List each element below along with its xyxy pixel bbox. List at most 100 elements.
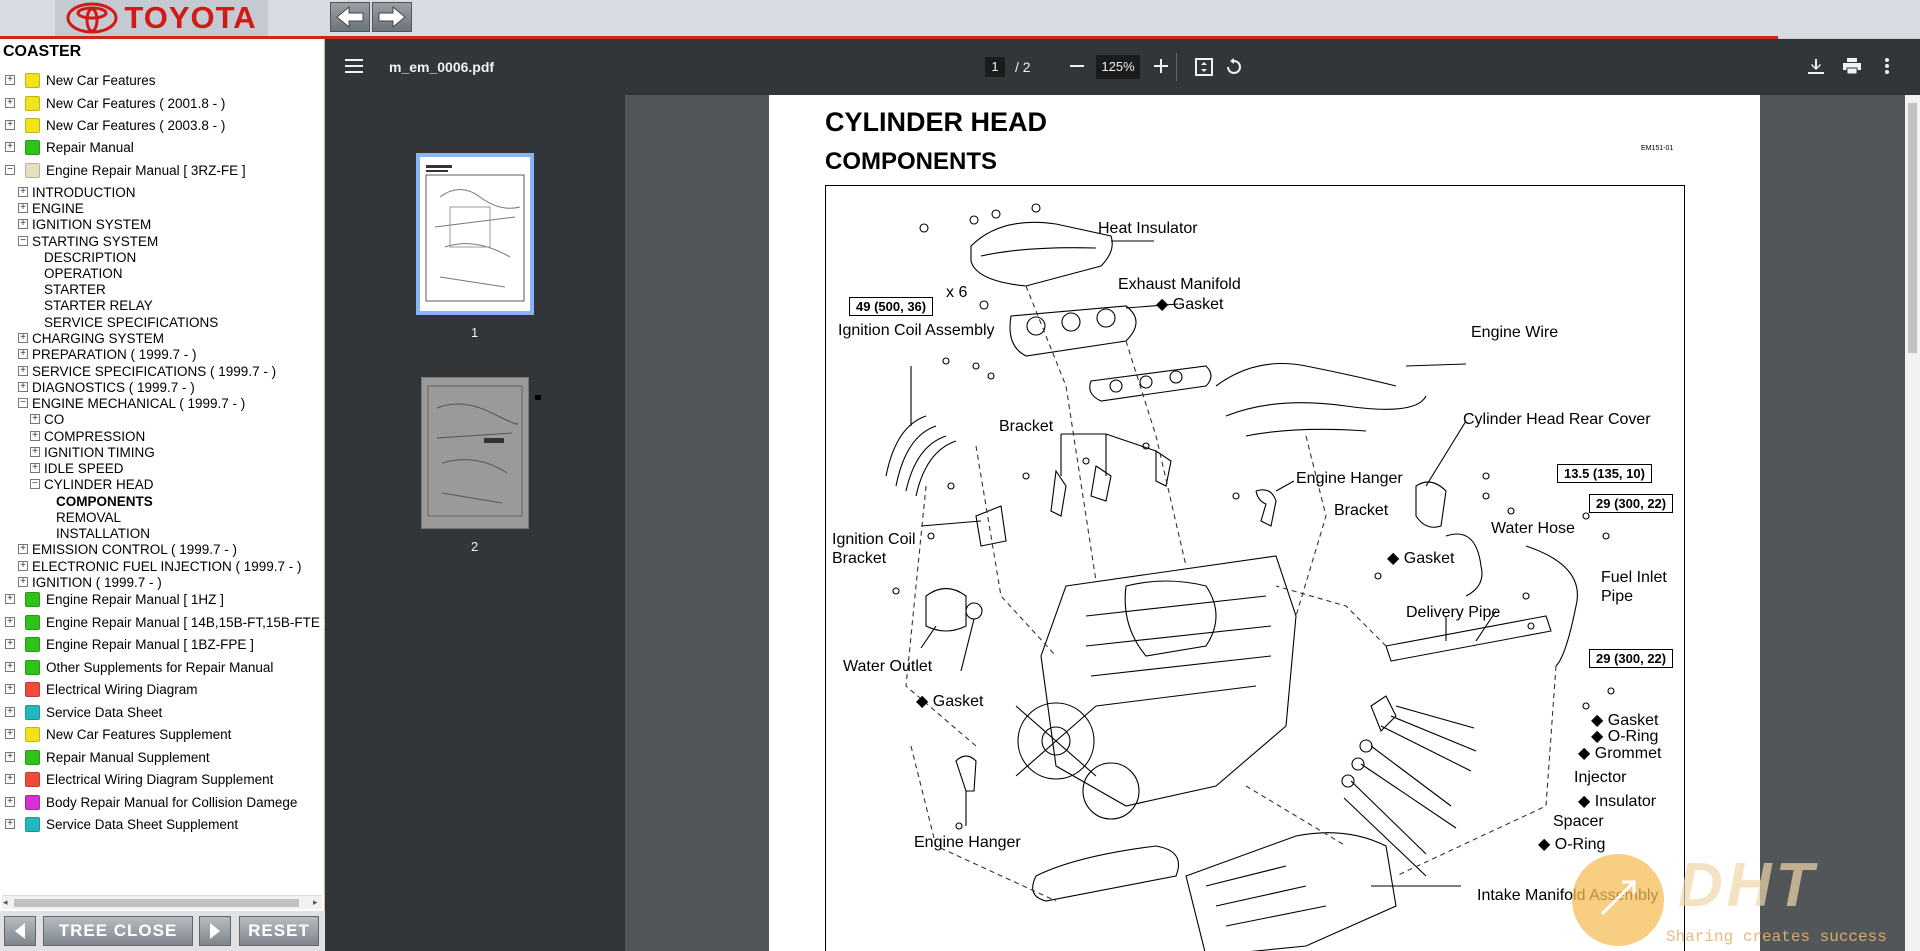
page-thumbnail-1[interactable]: [416, 153, 534, 315]
tree-item[interactable]: +Electrical Wiring Diagram Supplement: [5, 770, 273, 788]
expand-icon[interactable]: +: [5, 142, 15, 152]
tree-item[interactable]: +ELECTRONIC FUEL INJECTION ( 1999.7 - ): [18, 557, 302, 575]
tree-item[interactable]: +Service Data Sheet Supplement: [5, 815, 238, 833]
rotate-icon[interactable]: [1225, 58, 1243, 79]
expand-icon[interactable]: +: [5, 639, 15, 649]
tree-item[interactable]: +New Car Features ( 2003.8 - ): [5, 116, 225, 134]
expand-icon[interactable]: +: [5, 120, 15, 130]
fit-page-icon[interactable]: [1195, 58, 1213, 79]
expand-icon[interactable]: +: [30, 431, 40, 441]
tree-item[interactable]: +PREPARATION ( 1999.7 - ): [18, 345, 197, 363]
expand-icon[interactable]: +: [18, 333, 28, 343]
exploded-view-drawing: [885, 203, 1615, 951]
tree-item[interactable]: REMOVAL: [42, 508, 121, 526]
forward-button[interactable]: [372, 2, 412, 32]
tree-item[interactable]: +Service Data Sheet: [5, 703, 162, 721]
tree-item[interactable]: +Engine Repair Manual [ 1HZ ]: [5, 590, 224, 608]
tree-item[interactable]: +CHARGING SYSTEM: [18, 329, 164, 347]
tree-item[interactable]: INSTALLATION: [42, 524, 150, 542]
expand-icon[interactable]: +: [18, 203, 28, 213]
tree-close-button[interactable]: TREE CLOSE: [43, 916, 193, 946]
expand-icon[interactable]: +: [5, 774, 15, 784]
expand-icon[interactable]: +: [5, 98, 15, 108]
collapse-icon[interactable]: −: [5, 165, 15, 175]
tree-item[interactable]: −Engine Repair Manual [ 3RZ-FE ]: [5, 161, 246, 179]
tree-item[interactable]: DESCRIPTION: [30, 248, 136, 266]
page-number-input[interactable]: 1: [985, 57, 1005, 77]
expand-icon[interactable]: +: [5, 797, 15, 807]
tree-item[interactable]: +Engine Repair Manual [ 1BZ-FPE ]: [5, 635, 254, 653]
collapse-icon[interactable]: −: [18, 398, 28, 408]
tree-item[interactable]: +Electrical Wiring Diagram: [5, 680, 198, 698]
vertical-scrollbar[interactable]: [1905, 95, 1920, 951]
collapse-icon[interactable]: −: [18, 236, 28, 246]
scrollbar-thumb[interactable]: [14, 899, 299, 907]
tree-item[interactable]: +Engine Repair Manual [ 14B,15B-FT,15B-F…: [5, 613, 324, 631]
page-thumbnail-2[interactable]: [421, 377, 529, 529]
tree-item[interactable]: +SERVICE SPECIFICATIONS ( 1999.7 - ): [18, 362, 276, 380]
tree-item[interactable]: +IGNITION TIMING: [30, 443, 155, 461]
tree-item[interactable]: +IDLE SPEED: [30, 459, 124, 477]
back-button[interactable]: [330, 2, 370, 32]
expand-icon[interactable]: +: [30, 463, 40, 473]
expand-icon[interactable]: +: [18, 382, 28, 392]
expand-icon[interactable]: +: [5, 729, 15, 739]
tree-item[interactable]: STARTER: [30, 280, 106, 298]
expand-icon[interactable]: +: [18, 366, 28, 376]
prev-button[interactable]: [4, 916, 36, 946]
expand-icon[interactable]: +: [5, 819, 15, 829]
expand-icon[interactable]: +: [5, 752, 15, 762]
reset-button[interactable]: RESET: [239, 916, 319, 946]
expand-icon[interactable]: +: [5, 75, 15, 85]
tree-item[interactable]: COMPONENTS: [42, 492, 153, 510]
expand-icon[interactable]: +: [18, 187, 28, 197]
tree-item-label: SERVICE SPECIFICATIONS: [44, 314, 219, 330]
expand-icon[interactable]: +: [18, 349, 28, 359]
tree-item[interactable]: −ENGINE MECHANICAL ( 1999.7 - ): [18, 394, 245, 412]
expand-icon[interactable]: +: [18, 544, 28, 554]
tree-item[interactable]: SERVICE SPECIFICATIONS: [30, 313, 218, 331]
tree-item[interactable]: +COMPRESSION: [30, 427, 145, 445]
scrollbar-thumb[interactable]: [1908, 103, 1917, 353]
tree-item[interactable]: +Other Supplements for Repair Manual: [5, 658, 273, 676]
tree-item[interactable]: +New Car Features: [5, 71, 156, 89]
tree-item[interactable]: +CO: [30, 410, 64, 428]
expand-icon[interactable]: +: [18, 219, 28, 229]
tree-item[interactable]: +New Car Features ( 2001.8 - ): [5, 94, 225, 112]
tree-item[interactable]: +EMISSION CONTROL ( 1999.7 - ): [18, 540, 237, 558]
tree-item[interactable]: +DIAGNOSTICS ( 1999.7 - ): [18, 378, 195, 396]
expand-icon[interactable]: +: [5, 662, 15, 672]
tree-item[interactable]: OPERATION: [30, 264, 123, 282]
expand-icon[interactable]: +: [30, 447, 40, 457]
tree-item[interactable]: +IGNITION ( 1999.7 - ): [18, 573, 162, 591]
menu-icon[interactable]: [345, 58, 363, 76]
tree-item[interactable]: +INTRODUCTION: [18, 183, 136, 201]
tree-item[interactable]: +IGNITION SYSTEM: [18, 215, 151, 233]
tree-item[interactable]: STARTER RELAY: [30, 296, 153, 314]
zoom-in-icon[interactable]: [1154, 58, 1168, 76]
expand-icon[interactable]: +: [18, 577, 28, 587]
tree-item[interactable]: +Repair Manual: [5, 138, 134, 156]
tree-item[interactable]: +ENGINE: [18, 199, 84, 217]
tree-item[interactable]: +Body Repair Manual for Collision Damege: [5, 793, 297, 811]
expand-icon[interactable]: +: [5, 617, 15, 627]
expand-icon[interactable]: +: [18, 561, 28, 571]
expand-icon[interactable]: +: [5, 707, 15, 717]
zoom-out-icon[interactable]: [1070, 58, 1084, 76]
expand-icon[interactable]: +: [30, 414, 40, 424]
scroll-right-icon[interactable]: ▸: [313, 897, 318, 907]
scroll-left-icon[interactable]: ◂: [3, 897, 8, 907]
collapse-icon[interactable]: −: [30, 479, 40, 489]
next-button[interactable]: [199, 916, 231, 946]
expand-icon[interactable]: +: [5, 684, 15, 694]
more-options-icon[interactable]: [1885, 58, 1889, 77]
expand-icon[interactable]: +: [5, 594, 15, 604]
tree-item[interactable]: −CYLINDER HEAD: [30, 475, 154, 493]
horizontal-scrollbar[interactable]: ◂ ▸: [2, 895, 322, 909]
tree-item[interactable]: −STARTING SYSTEM: [18, 232, 158, 250]
zoom-level[interactable]: 125%: [1096, 55, 1140, 79]
tree-item[interactable]: +Repair Manual Supplement: [5, 748, 210, 766]
print-icon[interactable]: [1843, 58, 1861, 77]
tree-item[interactable]: +New Car Features Supplement: [5, 725, 231, 743]
download-icon[interactable]: [1808, 58, 1824, 77]
